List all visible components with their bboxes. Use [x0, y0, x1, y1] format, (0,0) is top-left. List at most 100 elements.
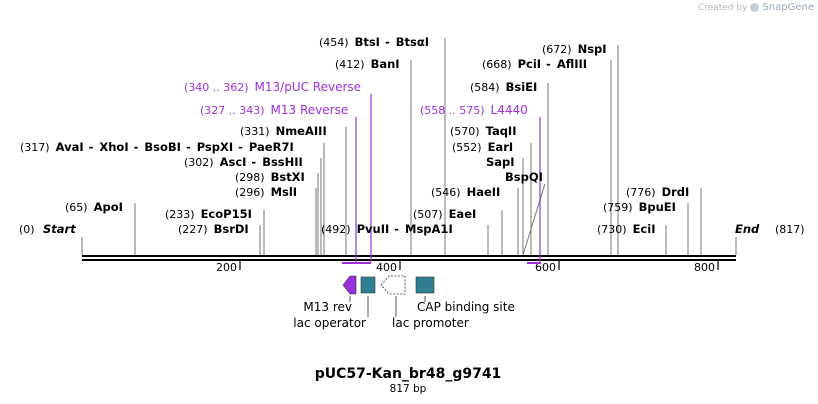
enzyme-name: AscI — [220, 155, 247, 169]
enzyme-position: (233) — [165, 208, 195, 221]
enzyme-name: PvuII — [357, 222, 390, 236]
enzyme-site-btsi[interactable]: (454)BtsI-BtsαI — [319, 35, 429, 49]
enzyme-name: TaqII — [486, 124, 517, 138]
enzyme-position: (296) — [235, 186, 265, 199]
enzyme-name: PciI — [518, 57, 541, 71]
enzyme-site-nspi[interactable]: (672) NspI — [542, 42, 607, 56]
enzyme-separator: - — [134, 140, 139, 154]
enzyme-position: (546) — [431, 186, 461, 199]
enzyme-site-ecii[interactable]: (730)EciI — [597, 222, 655, 236]
enzyme-name: EaeI — [449, 207, 477, 221]
enzyme-name: NspI — [578, 42, 607, 56]
enzyme-separator: - — [251, 155, 256, 169]
enzyme-site-bspqi[interactable]: BspQI — [505, 170, 543, 184]
enzyme-name: MslI — [271, 185, 298, 199]
enzyme-name: BsrDI — [214, 222, 249, 236]
enzyme-site-nmeaiii[interactable]: (331) NmeAIII — [240, 124, 327, 138]
enzyme-site-bpuei[interactable]: (759)BpuEI — [603, 200, 676, 214]
enzyme-site-sapi[interactable]: SapI — [486, 155, 515, 169]
feature-label: CAP binding site — [417, 300, 515, 314]
enzyme-site-taqii[interactable]: (570)TaqII — [450, 124, 517, 138]
enzyme-name-extra: BsoBI — [144, 140, 181, 154]
plasmid-length: 817 bp — [390, 383, 427, 395]
enzyme-name-extra: BssHII — [262, 155, 303, 169]
end-label: End — [735, 222, 760, 236]
enzyme-position: (227) — [178, 223, 208, 236]
snapgene-logo-icon — [750, 3, 760, 12]
enzyme-position: (412) — [335, 58, 365, 71]
enzyme-position: (331) — [240, 125, 270, 138]
enzyme-name: SapI — [486, 155, 515, 169]
ruler-tick-label: 200 — [216, 261, 237, 274]
lac-operator-box[interactable] — [360, 276, 376, 294]
start-position: (0) — [19, 223, 35, 236]
enzyme-name-extra: BtsαI — [396, 35, 429, 49]
enzyme-site-bstxi[interactable]: (298) BstXI — [235, 170, 305, 184]
enzyme-position: (298) — [235, 171, 265, 184]
enzyme-separator: - — [394, 222, 399, 236]
primer-range: (558 .. 575) — [420, 104, 485, 117]
enzyme-site-haeii[interactable]: (546)HaeII — [431, 185, 500, 199]
enzyme-position: (317) — [20, 141, 50, 154]
primer-0[interactable]: (340 .. 362)M13/pUC Reverse — [184, 80, 361, 94]
enzyme-site-asci[interactable]: (302)AscI-BssHII — [184, 155, 303, 169]
enzyme-site-eari[interactable]: (552)EarI — [452, 140, 513, 154]
enzyme-separator: - — [385, 35, 390, 49]
enzyme-name: BspQI — [505, 170, 543, 184]
enzyme-position: (672) — [542, 43, 572, 56]
enzyme-name: ApoI — [94, 200, 123, 214]
enzyme-name: NmeAIII — [276, 124, 327, 138]
enzyme-separator: - — [546, 57, 551, 71]
enzyme-site-bsiei[interactable]: (584)BsiEI — [470, 80, 537, 94]
feature-label: lac promoter — [392, 316, 469, 330]
enzyme-leader — [522, 183, 546, 256]
m13-rev-arrow-icon[interactable] — [342, 275, 357, 295]
ruler-tick-label: 400 — [376, 261, 397, 274]
enzyme-name: EcoP15I — [201, 207, 252, 221]
enzyme-name-extra: PaeR7I — [249, 140, 294, 154]
enzyme-position: (668) — [482, 58, 512, 71]
enzyme-position: (65) — [65, 201, 88, 214]
site-labels: (65)ApoI(233)EcoP15I(227)BsrDI(296)MslI(… — [19, 35, 805, 236]
enzyme-separator: - — [89, 140, 94, 154]
enzyme-position: (730) — [597, 223, 627, 236]
enzyme-separator: - — [238, 140, 243, 154]
enzyme-site-msli[interactable]: (296) MslI — [235, 185, 297, 199]
enzyme-site-pcii[interactable]: (668)PciI-AflIII — [482, 57, 587, 71]
cap-binding-site-box[interactable] — [415, 276, 435, 294]
primer-name: M13 Reverse — [271, 103, 349, 117]
enzyme-site-pvuii[interactable]: (492)PvuII-MspA1I — [321, 222, 453, 236]
primer-range: (340 .. 362) — [184, 81, 249, 94]
credit-brand: SnapGene — [762, 2, 814, 13]
lac-promoter-arrow-icon[interactable] — [380, 275, 406, 295]
primer-1[interactable]: (327 .. 343)M13 Reverse — [200, 103, 348, 117]
enzyme-name: AvaI — [56, 140, 84, 154]
enzyme-name: BstXI — [271, 170, 305, 184]
enzyme-site-eaei[interactable]: (507) EaeI — [413, 207, 476, 221]
enzyme-name-extra: PspXI — [197, 140, 233, 154]
primer-2[interactable]: (558 .. 575) L4440 — [420, 103, 528, 117]
snapgene-credit: Created by SnapGene — [698, 2, 814, 13]
enzyme-position: (584) — [470, 81, 500, 94]
primer-name: L4440 — [491, 103, 528, 117]
enzyme-site-drdi[interactable]: (776)DrdI — [626, 185, 689, 199]
enzyme-name-extra: XhoI — [99, 140, 128, 154]
enzyme-position: (454) — [319, 36, 349, 49]
feature-label: lac operator — [293, 316, 366, 330]
ruler-tick-label: 600 — [535, 261, 556, 274]
enzyme-position: (507) — [413, 208, 443, 221]
plasmid-name: pUC57-Kan_br48_g9741 — [315, 366, 502, 382]
enzyme-name-extra: MspA1I — [405, 222, 453, 236]
enzyme-site-apoi[interactable]: (65) ApoI — [65, 200, 123, 214]
enzyme-site-bsrdi[interactable]: (227) BsrDI — [178, 222, 249, 236]
enzyme-site-bani[interactable]: (412)BanI — [335, 57, 400, 71]
enzyme-site-ecop15i[interactable]: (233) EcoP15I — [165, 207, 252, 221]
enzyme-name: BpuEI — [639, 200, 676, 214]
credit-prefix: Created by — [697, 2, 748, 13]
end-position: (817) — [775, 223, 805, 236]
enzyme-site-avai[interactable]: (317)AvaI-XhoI-BsoBI-PspXI-PaeR7I — [20, 140, 294, 154]
